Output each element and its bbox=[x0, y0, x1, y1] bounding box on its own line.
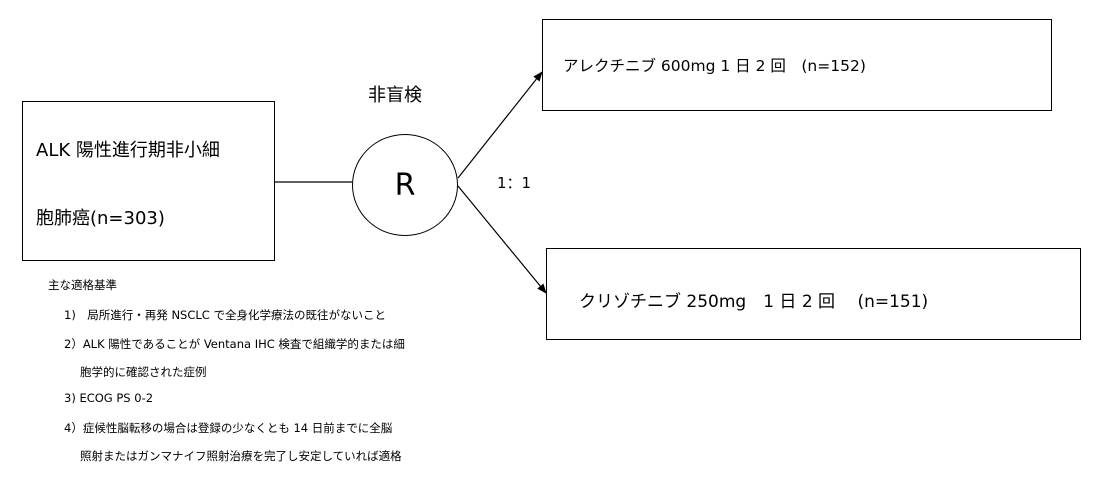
population-line-2: 胞肺癌(n=303) bbox=[36, 208, 165, 229]
criteria-item: 2）ALK 陽性であることが Ventana IHC 検査で組織学的または細 bbox=[64, 337, 405, 351]
arm-box-crizotinib: クリゾチニブ 250mg 1 日 2 回 (n=151) bbox=[546, 248, 1081, 340]
criteria-item: 1) 局所進行・再発 NSCLC で全身化学療法の既往がないこと bbox=[64, 308, 386, 322]
arm-box-alectinib: アレクチニブ 600mg 1 日 2 回 (n=152) bbox=[542, 19, 1052, 111]
criteria-item-continuation: 照射またはガンマナイフ照射治療を完了し安定していれば適格 bbox=[80, 449, 402, 463]
allocation-ratio: 1：1 bbox=[497, 174, 532, 192]
arm-label-crizotinib: クリゾチニブ 250mg 1 日 2 回 (n=151) bbox=[579, 292, 929, 312]
criteria-item-continuation: 胞学的に確認された症例 bbox=[80, 365, 207, 379]
population-line-1: ALK 陽性進行期非小細 bbox=[36, 140, 220, 161]
arrow-to-crizotinib bbox=[457, 185, 547, 294]
criteria-item: 4）症候性脳転移の場合は登録の少なくとも 14 日前までに全脳 bbox=[64, 421, 393, 435]
blinding-label: 非盲検 bbox=[368, 85, 422, 106]
population-box: ALK 陽性進行期非小細 胞肺癌(n=303) bbox=[22, 101, 275, 261]
randomization-symbol: R bbox=[394, 167, 416, 203]
criteria-item: 3) ECOG PS 0-2 bbox=[64, 391, 154, 405]
randomization-circle: R bbox=[352, 134, 458, 236]
arrow-to-alectinib bbox=[457, 71, 543, 179]
criteria-heading: 主な適格基準 bbox=[48, 278, 117, 292]
arm-label-alectinib: アレクチニブ 600mg 1 日 2 回 (n=152) bbox=[563, 57, 866, 75]
